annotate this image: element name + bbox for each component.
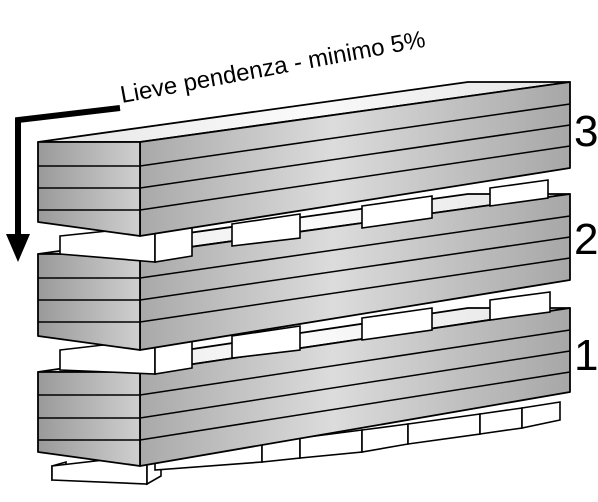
stack-3 xyxy=(37,81,571,263)
stack-1-supports xyxy=(51,401,561,486)
stack-2-plank-lines xyxy=(38,215,571,323)
stack-2-end-face xyxy=(37,253,141,351)
stack-1-end-face xyxy=(37,371,141,467)
stack-number-3: 3 xyxy=(574,107,598,156)
slope-arrow-head xyxy=(6,234,30,262)
slope-arrow-shaft xyxy=(15,105,121,236)
stack-3-end-face xyxy=(37,141,141,237)
stack-3-plank-lines xyxy=(38,103,571,211)
stack-number-2: 2 xyxy=(574,215,598,264)
stack-2 xyxy=(37,193,571,375)
slope-arrow xyxy=(6,105,121,262)
stack-1-plank-lines xyxy=(38,329,571,441)
stack-number-1: 1 xyxy=(574,331,598,380)
